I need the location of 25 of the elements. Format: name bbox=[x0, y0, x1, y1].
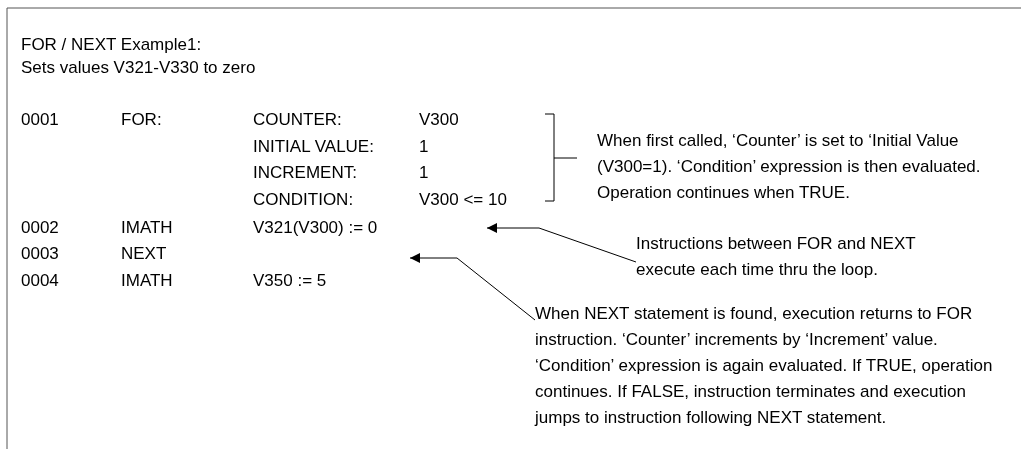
annotation-note: When first called, ‘Counter’ is set to ‘Initial Value (V300=1). ‘Condition’ expression is then evaluated. Operation continues when TRUE. bbox=[597, 128, 1012, 206]
code-text: V300 bbox=[419, 110, 459, 130]
annotation-note: Instructions between FOR and NEXT execute each time thru the loop. bbox=[636, 231, 976, 283]
leader-arrow bbox=[486, 223, 637, 263]
code-text: V321(V300) := 0 bbox=[253, 218, 378, 238]
code-text: 0001 bbox=[21, 110, 59, 130]
code-text: 0003 bbox=[21, 244, 59, 264]
leader-arrow bbox=[409, 253, 536, 321]
annotation-note: When NEXT statement is found, execution returns to FOR instruction. ‘Counter’ increments by ‘Increment’ value. ‘Condition’ expression is again evaluated. If TRUE, operation continues. If FALSE, instruction terminates and execution jumps to instruction following NEXT statement. bbox=[535, 301, 1015, 431]
code-text: 0002 bbox=[21, 218, 59, 238]
code-text: NEXT bbox=[121, 244, 167, 264]
code-text: FOR: bbox=[121, 110, 162, 130]
heading-text: Sets values V321-V330 to zero bbox=[21, 58, 256, 78]
code-text: COUNTER: bbox=[253, 110, 342, 130]
code-text: 1 bbox=[419, 137, 429, 157]
code-text: V350 := 5 bbox=[253, 271, 327, 291]
code-text: IMATH bbox=[121, 218, 173, 238]
code-text: 0004 bbox=[21, 271, 59, 291]
code-text: V300 <= 10 bbox=[419, 190, 507, 210]
code-text: IMATH bbox=[121, 271, 173, 291]
code-text: 1 bbox=[419, 163, 429, 183]
heading-text: FOR / NEXT Example1: bbox=[21, 35, 202, 55]
code-text: INITIAL VALUE: bbox=[253, 137, 374, 157]
code-text: CONDITION: bbox=[253, 190, 354, 210]
code-text: INCREMENT: bbox=[253, 163, 357, 183]
